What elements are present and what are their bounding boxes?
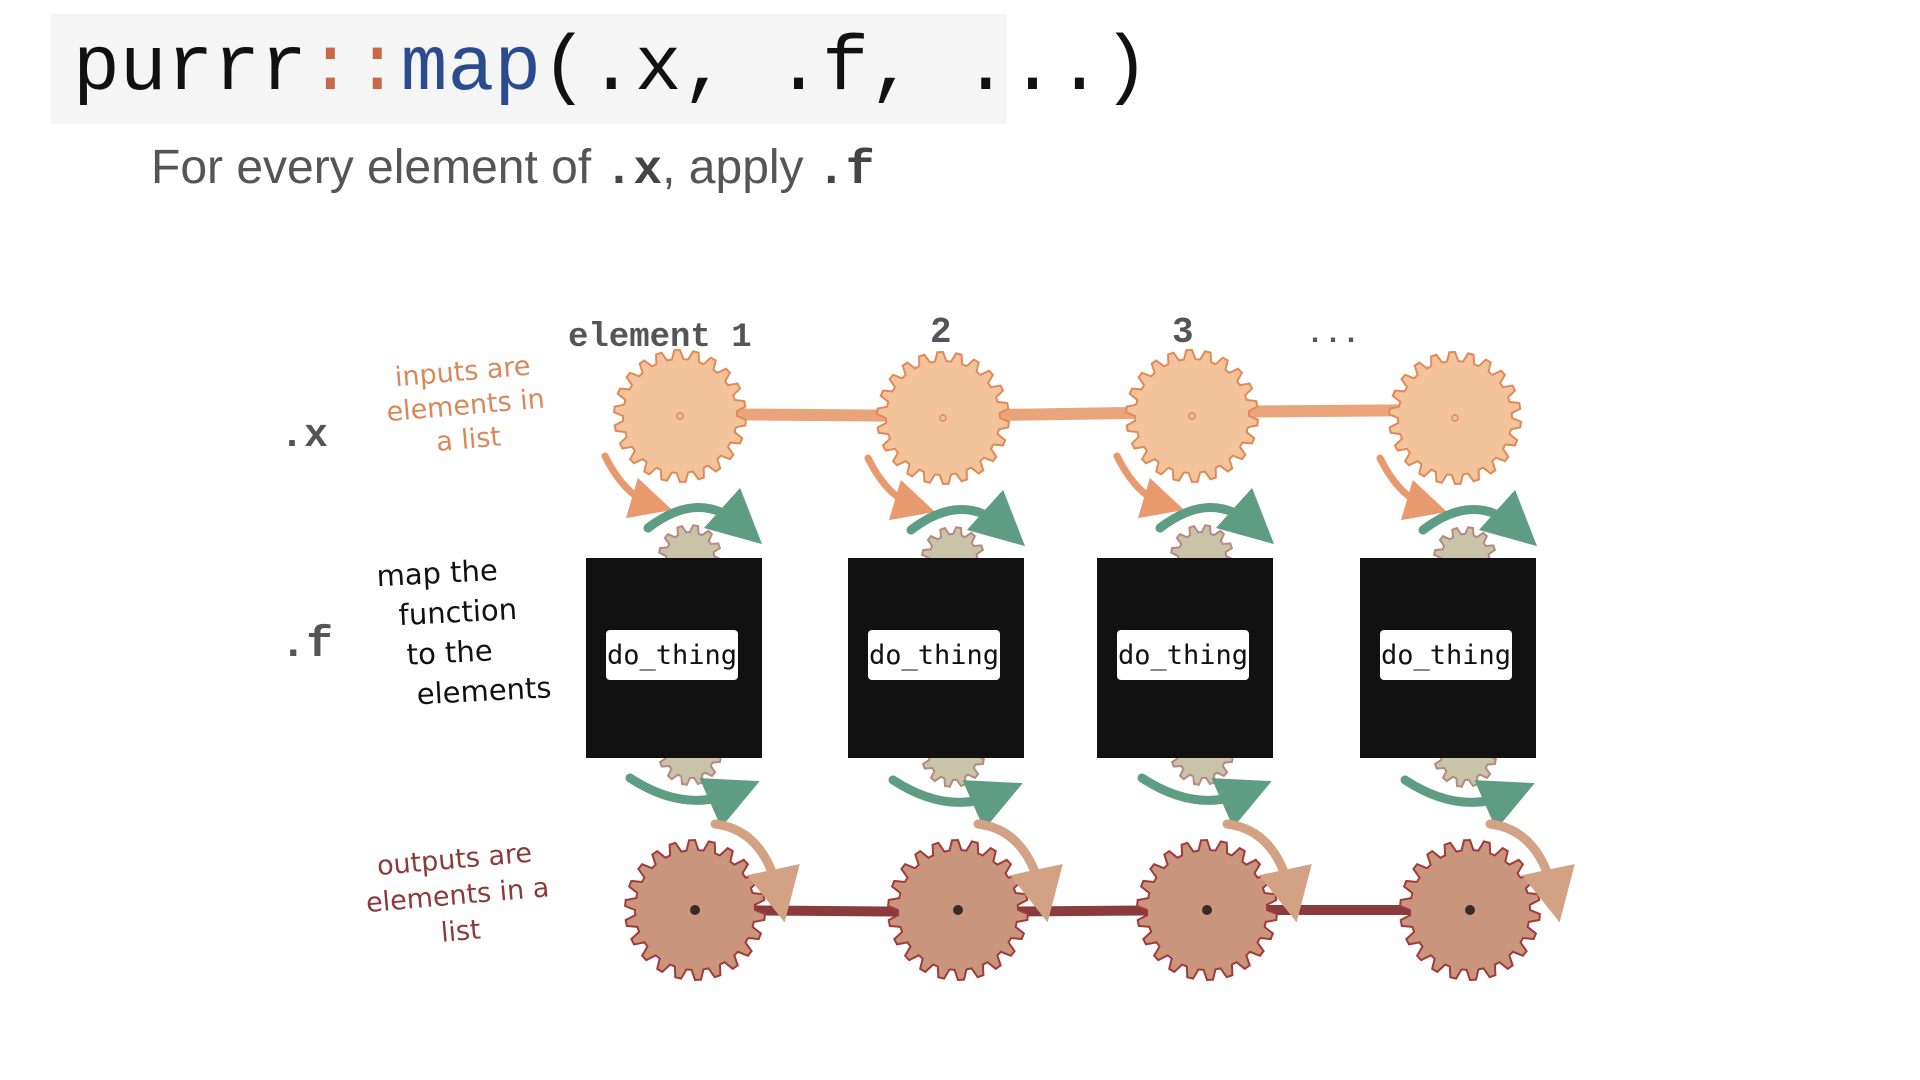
- green-arrow-top-3: [1155, 487, 1275, 545]
- output-arrow-3: [1222, 819, 1312, 923]
- caption-f: .f: [816, 144, 875, 198]
- green-arrow-bottom-1: [625, 773, 760, 828]
- output-arrow-1: [710, 819, 800, 923]
- input-arrow-3: [1113, 452, 1185, 519]
- output-gear-hub-4: [1465, 905, 1475, 915]
- code-namespace-sep: ::: [307, 25, 401, 113]
- green-arrow-bottom-3: [1137, 773, 1272, 828]
- input-gear-3: [1125, 348, 1259, 484]
- note-outputs-line-3: list: [440, 914, 482, 948]
- input-gear-2: [876, 350, 1010, 486]
- input-gear-hub-3: [1188, 412, 1196, 420]
- caption-lead: For every element of: [151, 141, 605, 194]
- input-gear-hub-2: [939, 414, 947, 422]
- input-arrow-2: [864, 454, 936, 521]
- note-map-line-3: to the: [406, 633, 494, 671]
- column-2: do_thing: [848, 350, 1063, 982]
- output-gear-hub-1: [690, 905, 700, 915]
- code-function-name: map: [400, 25, 542, 113]
- code-header: purrr::map(.x, .f, ...): [51, 14, 1150, 124]
- green-arrow-top-1: [643, 487, 763, 545]
- input-gear-hub-4: [1451, 414, 1459, 422]
- row-label-f: .f: [280, 620, 333, 670]
- column-label-3: 3: [1172, 312, 1194, 353]
- function-label-2: do_thing: [869, 640, 999, 671]
- input-gear-1: [613, 348, 747, 484]
- column-4: do_thing: [1360, 350, 1575, 982]
- input-list-line: [684, 404, 1456, 423]
- output-arrow-2: [973, 819, 1063, 923]
- output-gear-hub-2: [953, 905, 963, 915]
- column-label-2: 2: [930, 312, 952, 353]
- code-signature: purrr::map(.x, .f, ...): [73, 26, 1150, 112]
- note-inputs-line-3: a list: [435, 421, 502, 458]
- note-outputs: outputs are elements in a list: [365, 838, 551, 949]
- input-gear-4: [1388, 350, 1522, 486]
- column-3: do_thing: [1097, 348, 1312, 982]
- input-gear-hub-1: [676, 412, 684, 420]
- green-arrow-bottom-2: [888, 775, 1023, 830]
- green-arrow-top-4: [1418, 489, 1538, 547]
- function-label-box-1: [606, 630, 738, 680]
- output-gear-hub-3: [1202, 905, 1212, 915]
- caption-x: .x: [604, 144, 663, 198]
- note-map-line-4: elements: [416, 670, 552, 711]
- function-label-3: do_thing: [1118, 640, 1248, 671]
- code-arguments: (.x, .f, ...): [541, 25, 1150, 113]
- output-arrow-4: [1485, 819, 1575, 923]
- function-label-1: do_thing: [607, 640, 737, 671]
- function-label-box-4: [1380, 630, 1512, 680]
- green-arrow-top-2: [906, 489, 1026, 547]
- note-map-line-2: function: [398, 592, 518, 632]
- green-arrow-bottom-4: [1400, 775, 1535, 830]
- input-arrow-4: [1376, 454, 1448, 521]
- column-1: do_thing: [586, 348, 800, 982]
- column-label-more: ...: [1306, 318, 1360, 352]
- row-label-x: .x: [280, 414, 328, 459]
- function-label-4: do_thing: [1381, 640, 1511, 671]
- function-label-box-3: [1117, 630, 1249, 680]
- function-label-box-2: [868, 630, 1000, 680]
- note-inputs: inputs are elements in a list: [385, 351, 546, 458]
- column-label-1: element 1: [568, 319, 752, 357]
- caption: For every element of .x, apply .f: [151, 138, 875, 201]
- output-list-line: [695, 905, 1475, 918]
- note-map-line-1: map the: [376, 553, 499, 593]
- caption-mid: , apply: [662, 141, 817, 194]
- input-arrow-1: [601, 452, 673, 519]
- note-map: map the function to the elements: [376, 553, 553, 711]
- code-package: purrr: [73, 25, 308, 113]
